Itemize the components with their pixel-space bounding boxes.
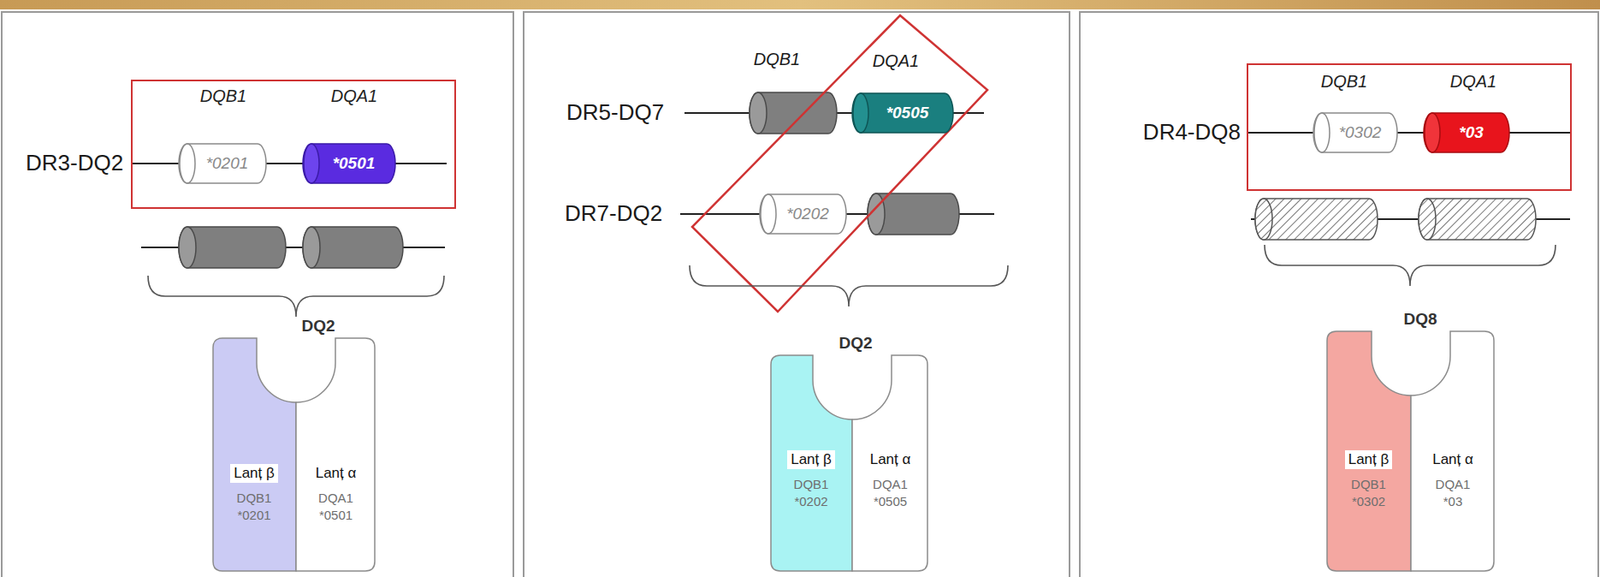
allele-cylinder: *0302	[1313, 112, 1399, 154]
gene-cylinder	[178, 92, 1536, 268]
dq-molecule: DQ2Lanț β DQB1 *0201 Lanț α DQA1 *0501	[212, 316, 376, 572]
gene-name: DQA1	[331, 86, 378, 107]
top-band	[0, 0, 1600, 10]
allele-name: *0202	[786, 204, 830, 224]
dq-molecule: DQ2Lanț β DQB1 *0202 Lanț α DQA1 *0505	[770, 333, 929, 572]
chain-name: Lanț β	[787, 450, 836, 469]
chain-name: Lanț α	[312, 463, 361, 483]
haplotype-label: DR5-DQ7	[566, 100, 664, 126]
allele-code: DQA1 *0505	[865, 475, 916, 510]
allele-code: DQA1 *03	[1428, 475, 1478, 510]
allele-cylinder: *03	[1423, 112, 1511, 154]
haplotype-box: DQB1 DQA1 *0302 *03	[1246, 63, 1572, 191]
panel-frame	[523, 11, 1070, 577]
haplotype-outline	[692, 15, 988, 312]
panel-frame	[1079, 11, 1599, 577]
dq-molecule: DQ8Lanț β DQB1 *0302 Lanț α DQA1 *03	[1326, 309, 1495, 572]
molecule-name: DQ8	[1403, 309, 1437, 329]
chain-shape	[212, 337, 297, 572]
beta-chain: Lanț β DQB1 *0202	[770, 354, 853, 572]
gene-name: DQB1	[753, 49, 800, 70]
alpha-chain: Lanț α DQA1 *03	[1410, 330, 1495, 572]
gene-name: DQB1	[200, 86, 247, 107]
allele-name: *0505	[886, 103, 930, 123]
gene-name: DQA1	[872, 51, 919, 72]
beta-chain: Lanț β DQB1 *0302	[1326, 330, 1411, 572]
chain-shape	[296, 337, 376, 572]
haplotype-label: DR3-DQ2	[25, 150, 124, 177]
gene-name: DQA1	[1450, 71, 1497, 92]
allele-cylinder: *0201	[178, 142, 267, 184]
allele-name: *03	[1458, 123, 1484, 143]
allele-name: *0302	[1339, 123, 1382, 143]
beta-chain: Lanț β DQB1 *0201	[212, 337, 297, 572]
haplotype-label: DR7-DQ2	[564, 201, 663, 227]
chain-name: Lanț β	[230, 463, 279, 483]
chain-name: Lanț α	[866, 450, 915, 469]
allele-cylinder: *0202	[759, 193, 848, 235]
allele-code: DQB1 *0201	[229, 489, 279, 523]
allele-code: DQB1 *0302	[1344, 475, 1394, 510]
alpha-chain: Lanț α DQA1 *0501	[296, 337, 376, 572]
allele-name: *0501	[332, 154, 376, 173]
chain-name: Lanț α	[1428, 450, 1477, 469]
allele-code: DQA1 *0501	[311, 489, 362, 523]
panel-frame	[1, 11, 514, 577]
molecule-name: DQ2	[838, 333, 872, 353]
allele-name: *0201	[206, 154, 249, 173]
allele-cylinder: *0501	[302, 142, 397, 184]
molecule-name: DQ2	[301, 316, 335, 336]
chain-name: Lanț β	[1345, 450, 1393, 469]
alpha-chain: Lanț α DQA1 *0505	[852, 354, 929, 572]
allele-cylinder: *0505	[852, 92, 955, 134]
gene-name: DQB1	[1321, 71, 1368, 92]
haplotype-label: DR4-DQ8	[1143, 119, 1241, 146]
haplotype-box: DQB1 DQA1 *0201 *0501	[130, 79, 457, 209]
brace	[148, 244, 1556, 317]
allele-code: DQB1 *0202	[786, 475, 836, 510]
